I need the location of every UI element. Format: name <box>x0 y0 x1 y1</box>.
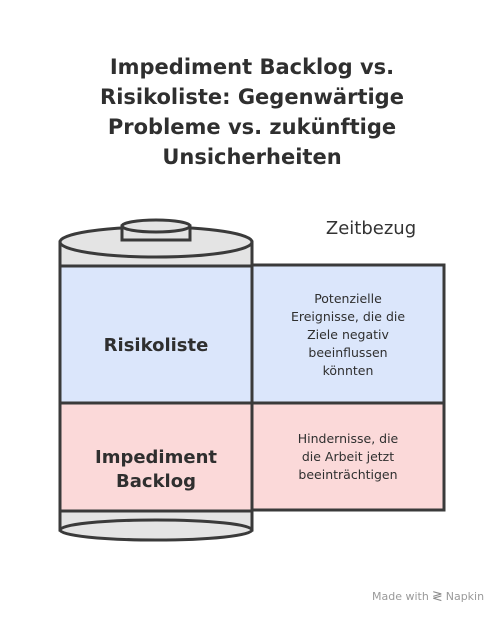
impediment-description: Hindernisse, die die Arbeit jetzt beeint… <box>258 430 438 484</box>
impediment-label-line-2: Backlog <box>116 471 196 492</box>
risk-description-line: beeinflussen <box>308 345 388 360</box>
column-header-zeitbezug: Zeitbezug <box>325 218 417 239</box>
risk-description-line: Ereignisse, die die <box>290 309 406 324</box>
risk-description-box <box>250 263 446 405</box>
title-line-3: Probleme vs. zukünftige <box>107 115 397 139</box>
title-line-4: Unsicherheiten <box>162 145 342 169</box>
impediment-description-line: beeinträchtigen <box>298 467 398 482</box>
impediment-description-box <box>250 401 446 512</box>
title-line-1: Impediment Backlog vs. <box>109 55 395 79</box>
risk-description-line: Ziele negativ <box>307 327 389 342</box>
impediment-description-line: die Arbeit jetzt <box>301 449 395 464</box>
napkin-logo-icon: ≷ <box>431 589 443 604</box>
risk-description-line: Potenzielle <box>314 291 382 306</box>
impediment-label-line-1: Impediment <box>95 447 217 468</box>
risk-description: Potenzielle Ereignisse, die die Ziele ne… <box>258 290 438 380</box>
risk-label: Risikoliste <box>103 335 209 356</box>
cylinder-bottom-cap <box>58 506 254 542</box>
impediment-label: Impediment Backlog <box>60 446 252 494</box>
diagram-title: Impediment Backlog vs. Risikoliste: Gege… <box>40 52 464 172</box>
made-with-napkin-footer[interactable]: Made with ≷ Napkin <box>372 589 486 604</box>
title-line-2: Risikoliste: Gegenwärtige <box>100 85 404 109</box>
cylinder-top <box>58 218 254 268</box>
footer-text: Made with <box>372 590 429 603</box>
impediment-description-line: Hindernisse, die <box>297 431 399 446</box>
risk-description-line: könnten <box>322 363 374 378</box>
footer-brand: Napkin <box>445 590 485 603</box>
cylinder-impediment-section <box>58 401 254 513</box>
